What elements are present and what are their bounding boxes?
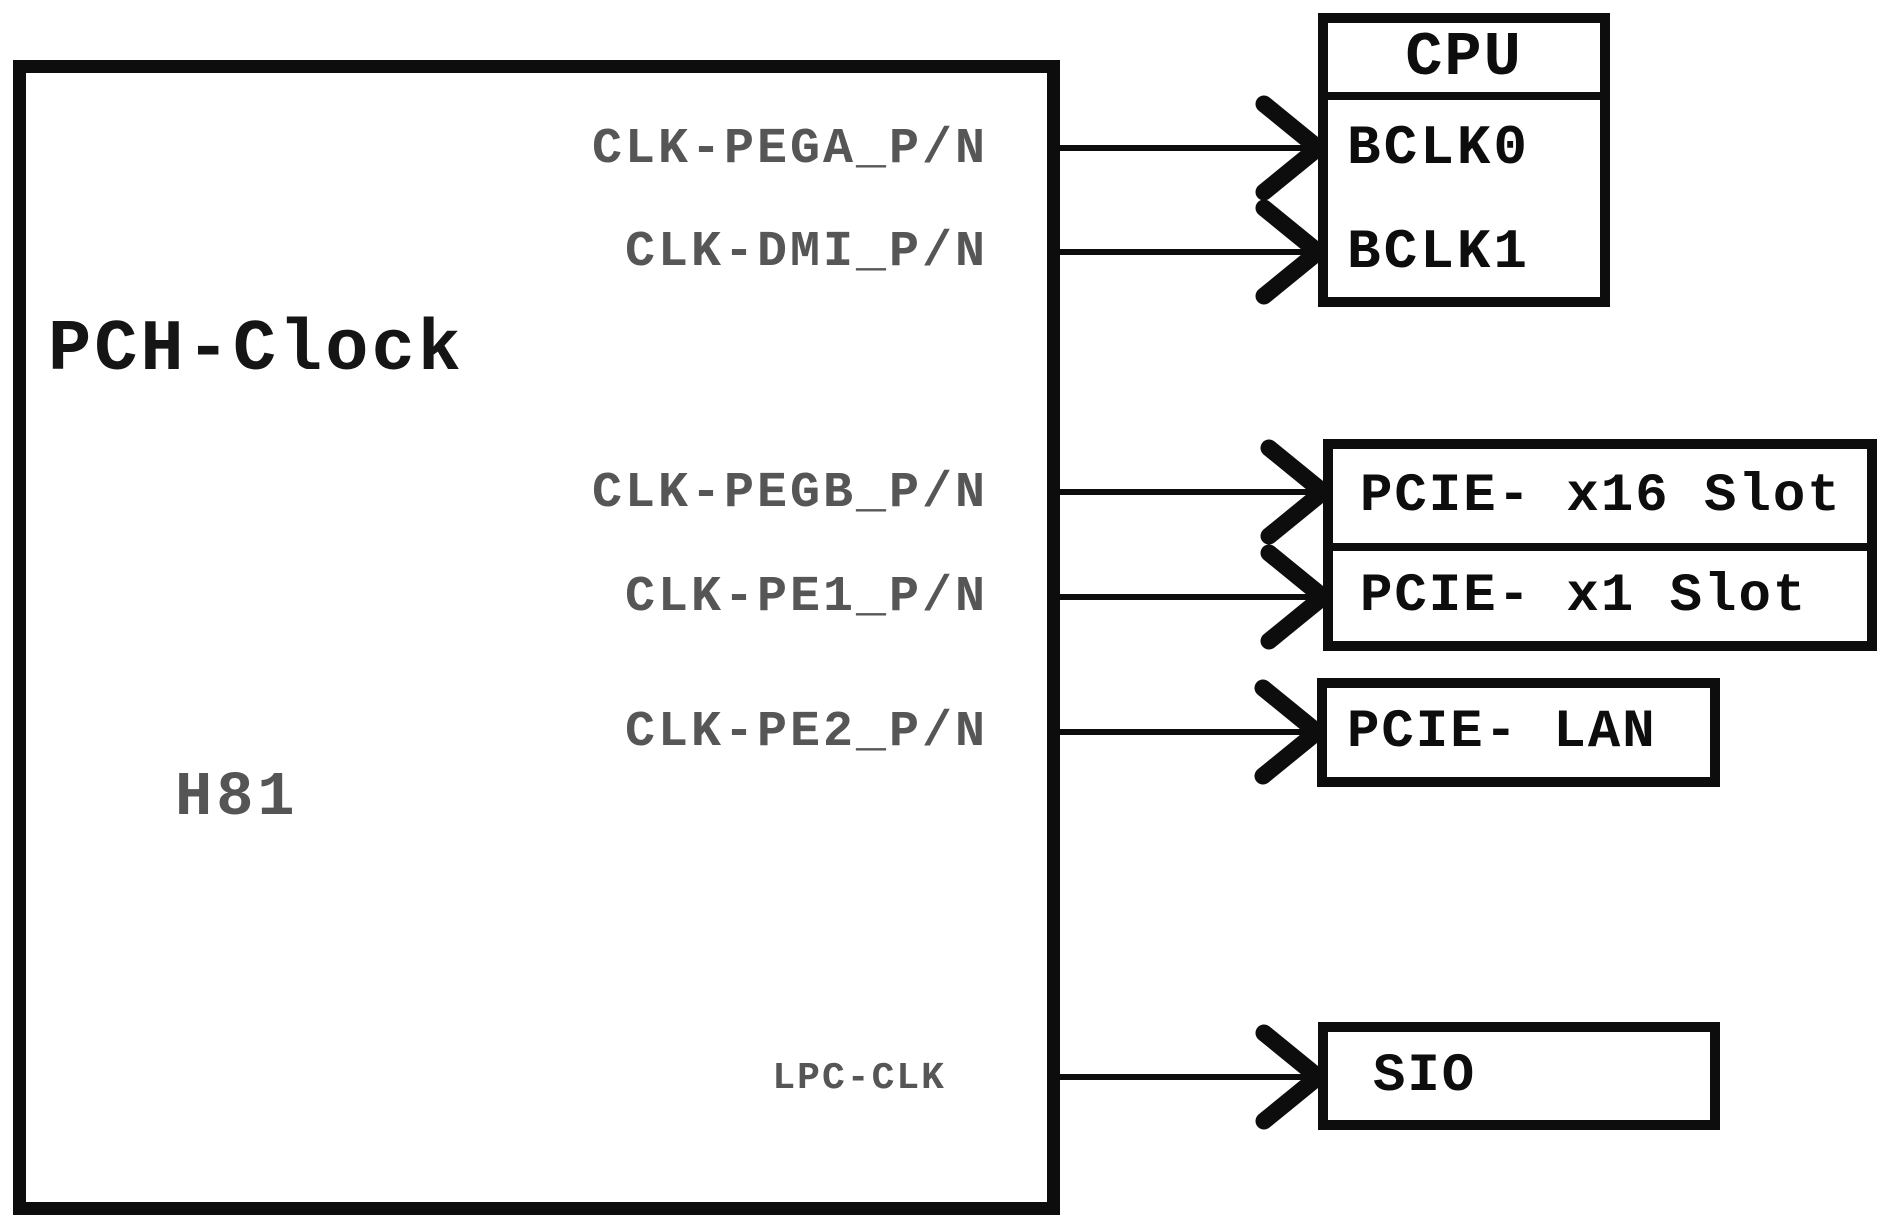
pcie-lan-block: PCIE- LAN [1317, 678, 1720, 787]
pch-clock-block [13, 60, 1060, 1215]
arrow-clk-pegb-to-x16-slot [1048, 439, 1332, 545]
signal-label-lpc-clk: LPC-CLK [772, 1057, 946, 1100]
cpu-pin-bclk0: BCLK0 [1347, 116, 1531, 180]
arrow-lpc-clk-to-sio [1048, 1024, 1327, 1130]
cpu-block: CPU BCLK0 BCLK1 [1318, 13, 1610, 307]
pch-clock-title: PCH-Clock [48, 309, 464, 391]
signal-label-clk-pe1: CLK-PE1_P/N [624, 569, 988, 626]
arrow-clk-dmi-to-bclk1 [1048, 199, 1327, 305]
pcie-slots-block: PCIE- x16 Slot PCIE- x1 Slot [1323, 439, 1877, 651]
pch-chip-name: H81 [175, 762, 299, 833]
arrow-clk-pega-to-bclk0 [1048, 95, 1327, 201]
cpu-pin-bclk1: BCLK1 [1347, 220, 1531, 284]
sio-block: SIO [1318, 1022, 1720, 1130]
pcie-x16-slot-label: PCIE- x16 Slot [1333, 449, 1867, 551]
signal-label-clk-dmi: CLK-DMI_P/N [624, 224, 988, 281]
cpu-block-title: CPU [1328, 22, 1600, 100]
pcie-x1-slot-label: PCIE- x1 Slot [1360, 565, 1808, 627]
signal-label-clk-pega: CLK-PEGA_P/N [591, 121, 988, 178]
arrow-clk-pe2-to-lan [1048, 679, 1326, 785]
signal-label-clk-pegb: CLK-PEGB_P/N [591, 465, 988, 522]
signal-label-clk-pe2: CLK-PE2_P/N [624, 704, 988, 761]
arrow-clk-pe1-to-x1-slot [1048, 544, 1332, 650]
